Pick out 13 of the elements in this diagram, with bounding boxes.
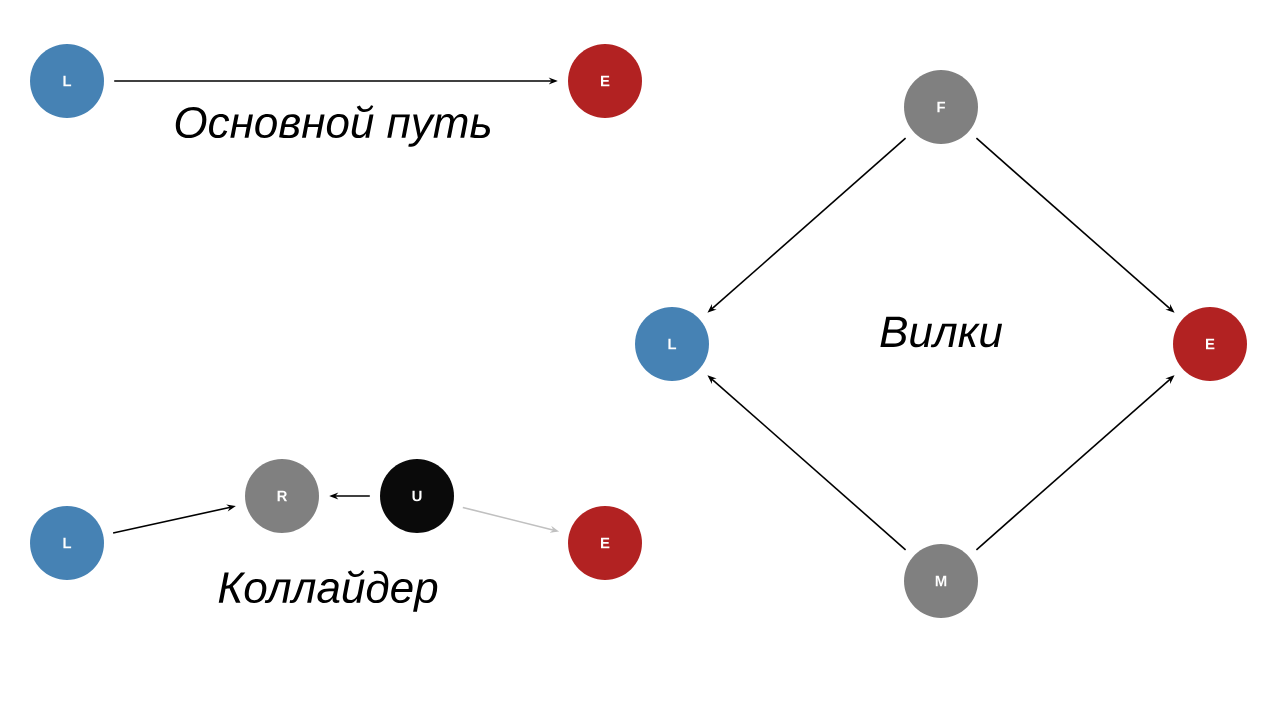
circle-node: L [30,44,104,118]
circle-node: M [904,544,978,618]
circle-node: F [904,70,978,144]
circle-node: L [30,506,104,580]
diagram-label: Коллайдер [218,570,438,612]
circle-node: U [380,459,454,533]
circle-node: R [245,459,319,533]
circle-node: E [568,506,642,580]
circle-node: E [568,44,642,118]
circle-node: E [1173,307,1247,381]
diagram-label: Основной путь [175,105,490,147]
diagram-label: Вилки [880,316,1003,348]
circle-node: L [635,307,709,381]
